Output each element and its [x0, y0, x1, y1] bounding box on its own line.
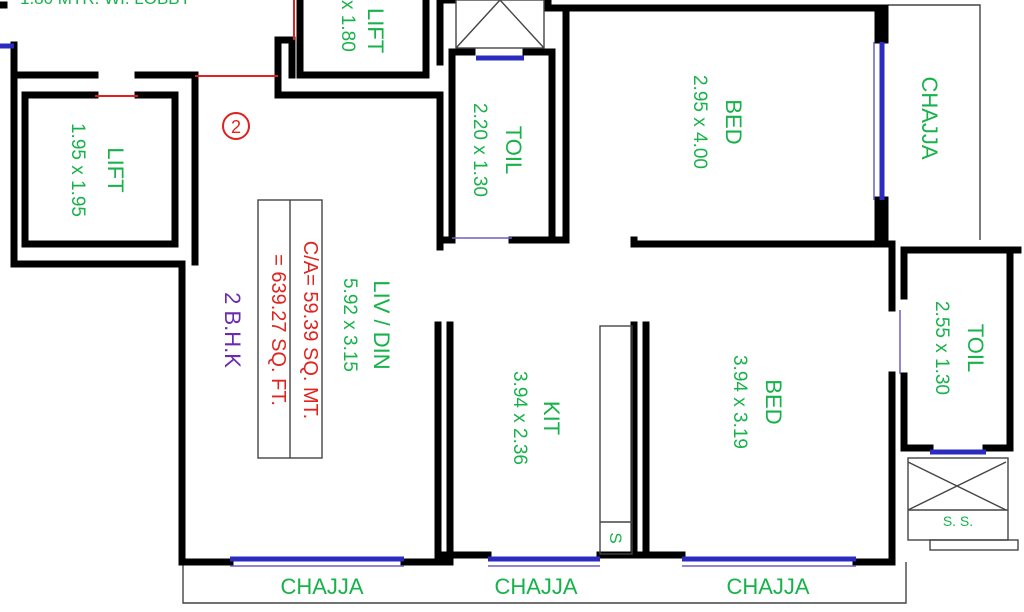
lift-top-walls — [296, 0, 430, 79]
bed-2-label: BED 3.94 x 3.19 — [729, 355, 786, 449]
toilet-1-label: TOIL 2.20 x 1.30 — [469, 103, 526, 197]
chajja-outlines — [182, 4, 981, 604]
kitchen-label: KIT 3.94 x 2.36 — [509, 371, 564, 465]
windows — [0, 42, 986, 567]
chajja-right: CHAJJA — [917, 76, 942, 159]
bed-1-label: BED 2.95 x 4.00 — [689, 75, 746, 169]
lift-name: LIFT — [103, 147, 128, 192]
shaft-boxes — [455, 0, 1019, 551]
bed-1-dims: 2.95 x 4.00 — [689, 75, 710, 169]
toilet-1-name: TOIL — [501, 126, 526, 175]
bed-1-name: BED — [721, 99, 746, 144]
chajja-bottom-2: CHAJJA — [494, 574, 577, 599]
kitchen-platform — [599, 325, 633, 555]
flat-type: 2 B.H.K — [220, 292, 245, 368]
flat-walls — [178, 0, 1022, 566]
lobby-walls — [0, 1, 199, 552]
lobby-label: 1.80 MTR. WI. LOBBY — [20, 0, 191, 8]
chajja-right-label: CHAJJA — [917, 76, 942, 159]
sink: S — [606, 532, 625, 543]
area-box — [257, 199, 323, 459]
kitchen-dims: 3.94 x 2.36 — [509, 371, 530, 465]
toilet-2-label: TOIL 2.55 x 1.30 — [931, 301, 988, 395]
area-label: C/A= 59.39 SQ. MT. = 639.27 SQ. FT. — [267, 241, 321, 419]
toilet-1-dims: 2.20 x 1.30 — [469, 103, 490, 197]
flat-number: 2 — [231, 117, 241, 137]
door-lines — [95, 0, 295, 97]
flat-number-circle — [222, 112, 250, 140]
area-sq-ft: = 639.27 SQ. FT. — [267, 254, 289, 406]
toilet-2-name: TOIL — [963, 324, 988, 373]
living-label: LIV / DIN 5.92 x 3.15 — [339, 278, 394, 372]
bed-2-name: BED — [761, 379, 786, 424]
sink-label: S — [606, 532, 625, 543]
toilet-2-dims: 2.55 x 1.30 — [931, 301, 952, 395]
chajja-bottom-3: CHAJJA — [726, 574, 809, 599]
bed-2-dims: 3.94 x 3.19 — [729, 355, 750, 449]
lift-label: LIFT 1.95 x 1.95 — [67, 123, 128, 217]
lift-top-name: LIFT — [363, 8, 388, 53]
living-name: LIV / DIN — [369, 280, 394, 369]
shaft-label: S. S. — [943, 513, 973, 529]
living-dims: 5.92 x 3.15 — [339, 278, 360, 372]
flat-type-label: 2 B.H.K — [220, 292, 245, 368]
lift-top-dims: x 1.80 — [337, 0, 358, 52]
kitchen-name: KIT — [539, 401, 564, 435]
lift-top-label: LIFT x 1.80 — [337, 0, 388, 53]
area-sq-mt: C/A= 59.39 SQ. MT. — [299, 241, 321, 419]
lift-dims: 1.95 x 1.95 — [67, 123, 88, 217]
chajja-bottom-1: CHAJJA — [280, 574, 363, 599]
